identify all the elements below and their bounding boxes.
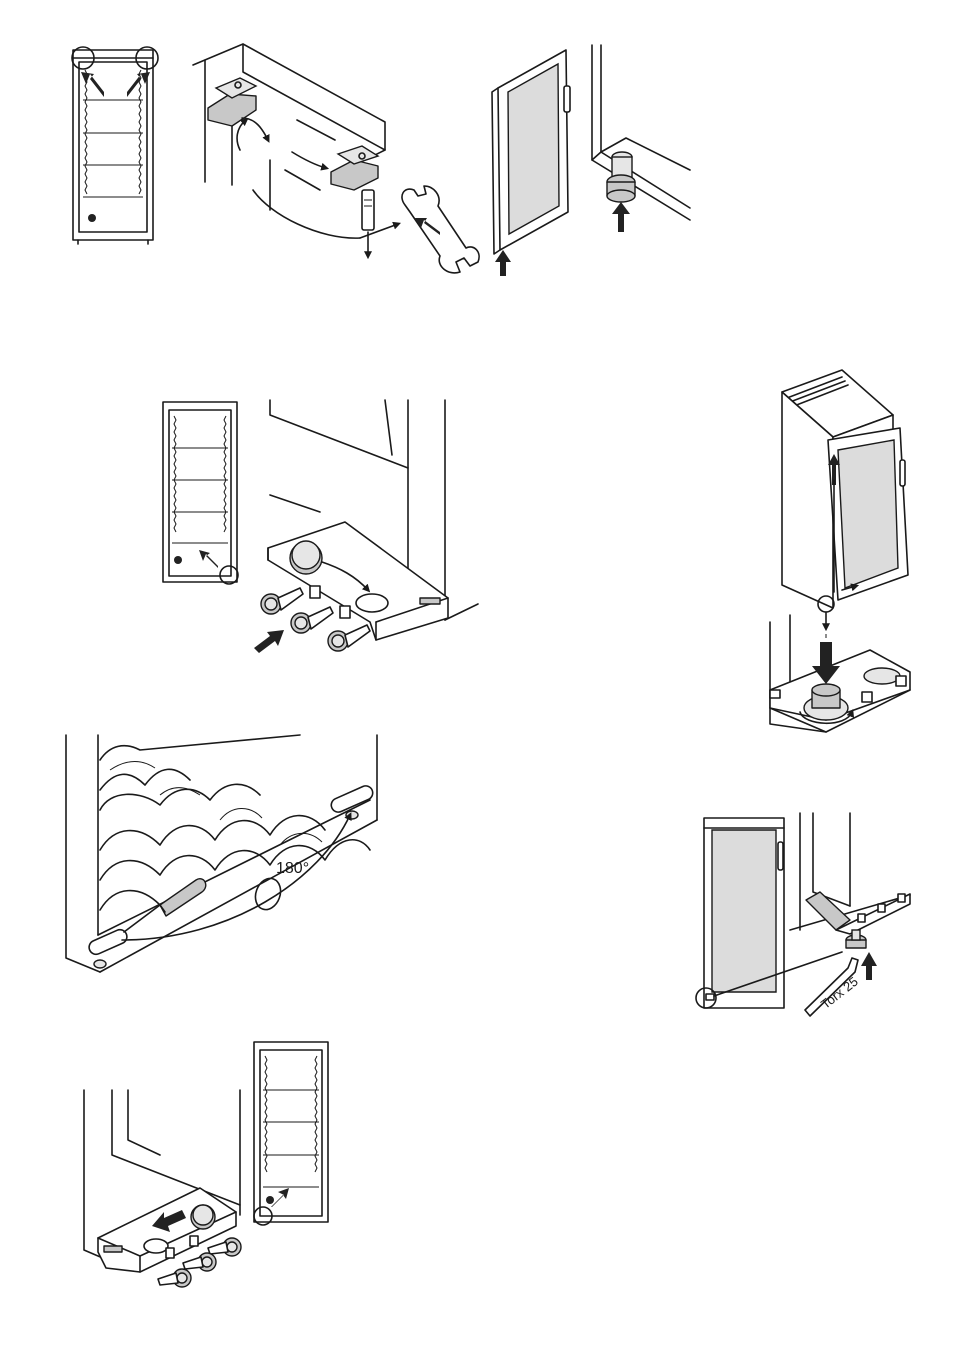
arrow-up-icon: [495, 250, 511, 276]
arrow-up-icon: [612, 202, 630, 232]
top-hinge-removal-wrench: [193, 44, 479, 273]
torx-foot-screw: [696, 813, 910, 1016]
arrow-up-icon: [861, 952, 877, 980]
bottom-hinge-cover-screws: [163, 400, 478, 653]
screw-icon: [261, 588, 303, 614]
screw-icon: [328, 625, 370, 651]
rotation-angle-label: 180°: [276, 860, 309, 878]
arrow-icon: [254, 630, 284, 653]
bottom-cover-refit: [84, 1042, 328, 1287]
screw-icon: [158, 1269, 191, 1287]
hinge-pin-180-rotation: [66, 735, 377, 972]
fridge-door-reattach: [770, 370, 910, 732]
screw-icon: [291, 607, 333, 633]
fridge-front-hinge-callout: [72, 47, 158, 244]
screw-icon: [208, 1238, 241, 1256]
wrench-icon: [402, 186, 479, 273]
door-lift-off: [492, 45, 690, 276]
screwdriver-icon: [160, 879, 206, 916]
screw-icon: [183, 1253, 216, 1271]
